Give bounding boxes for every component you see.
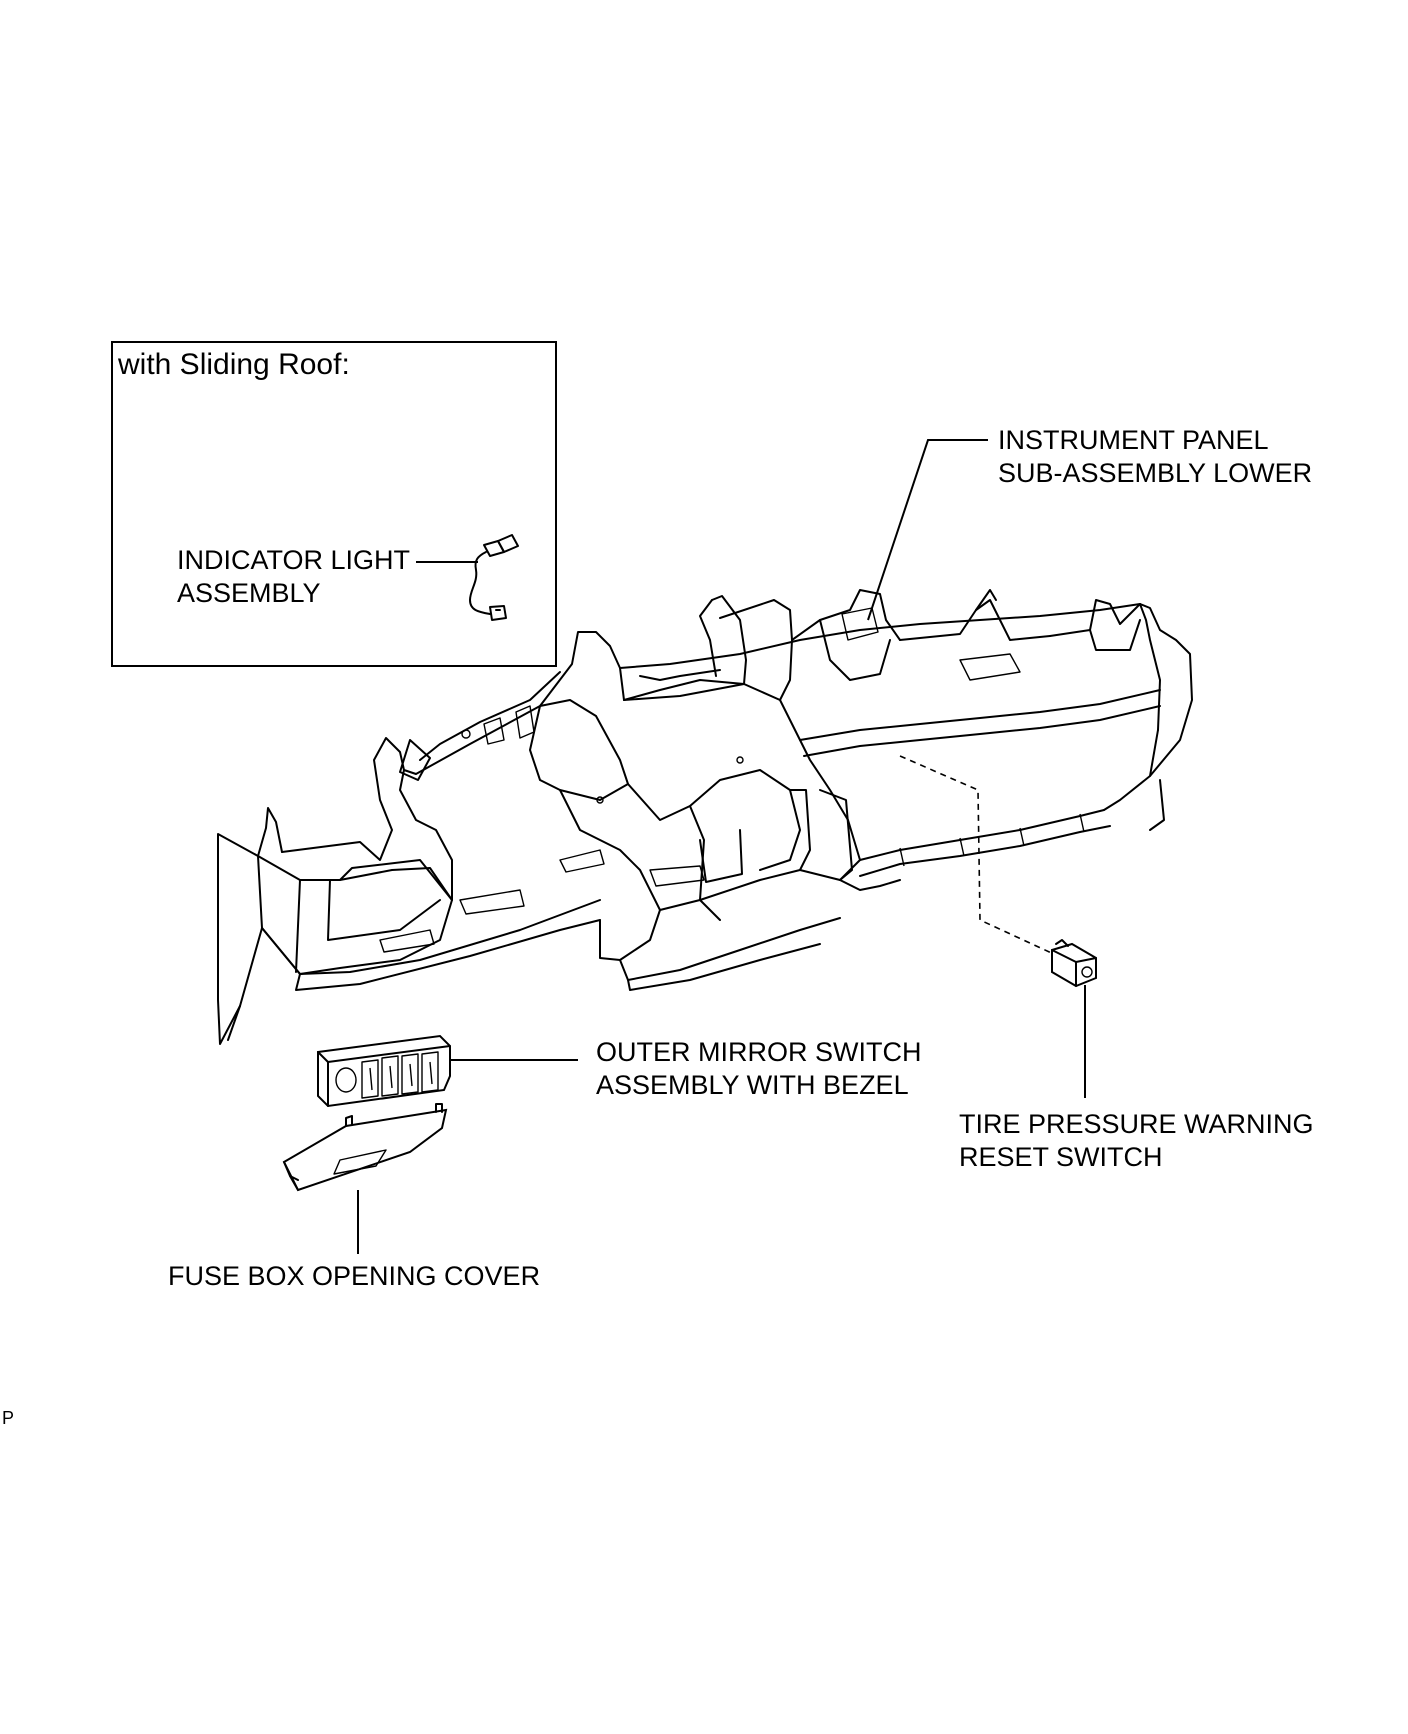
corner-mark: P [2, 1408, 15, 1428]
instrument-panel-label-line1: INSTRUMENT PANEL [998, 425, 1269, 455]
instrument-panel-label-line2: SUB-ASSEMBLY LOWER [998, 458, 1313, 488]
sliding-roof-inset-box [111, 341, 557, 667]
fuse-box-cover-drawing [282, 1103, 448, 1192]
tire-pressure-switch-drawing [1051, 939, 1097, 988]
instrument-panel-leader [867, 439, 988, 621]
indicator-light-assembly-drawing [469, 534, 519, 621]
indicator-light-label-line1: INDICATOR LIGHT [177, 545, 411, 575]
instrument-panel-drawing [217, 589, 1193, 1045]
inset-title: with Sliding Roof: [118, 348, 350, 381]
indicator-light-label-line2: ASSEMBLY [177, 578, 321, 608]
fuse-box-label: FUSE BOX OPENING COVER [168, 1261, 541, 1291]
tire-pressure-dashed-leader [899, 755, 1059, 957]
outer-mirror-label-line2: ASSEMBLY WITH BEZEL [596, 1070, 909, 1100]
tire-pressure-label-line2: RESET SWITCH [959, 1142, 1163, 1172]
tire-pressure-label-line1: TIRE PRESSURE WARNING [959, 1109, 1314, 1139]
outer-mirror-label-line1: OUTER MIRROR SWITCH [596, 1037, 922, 1067]
outer-mirror-switch-drawing [317, 1034, 451, 1108]
